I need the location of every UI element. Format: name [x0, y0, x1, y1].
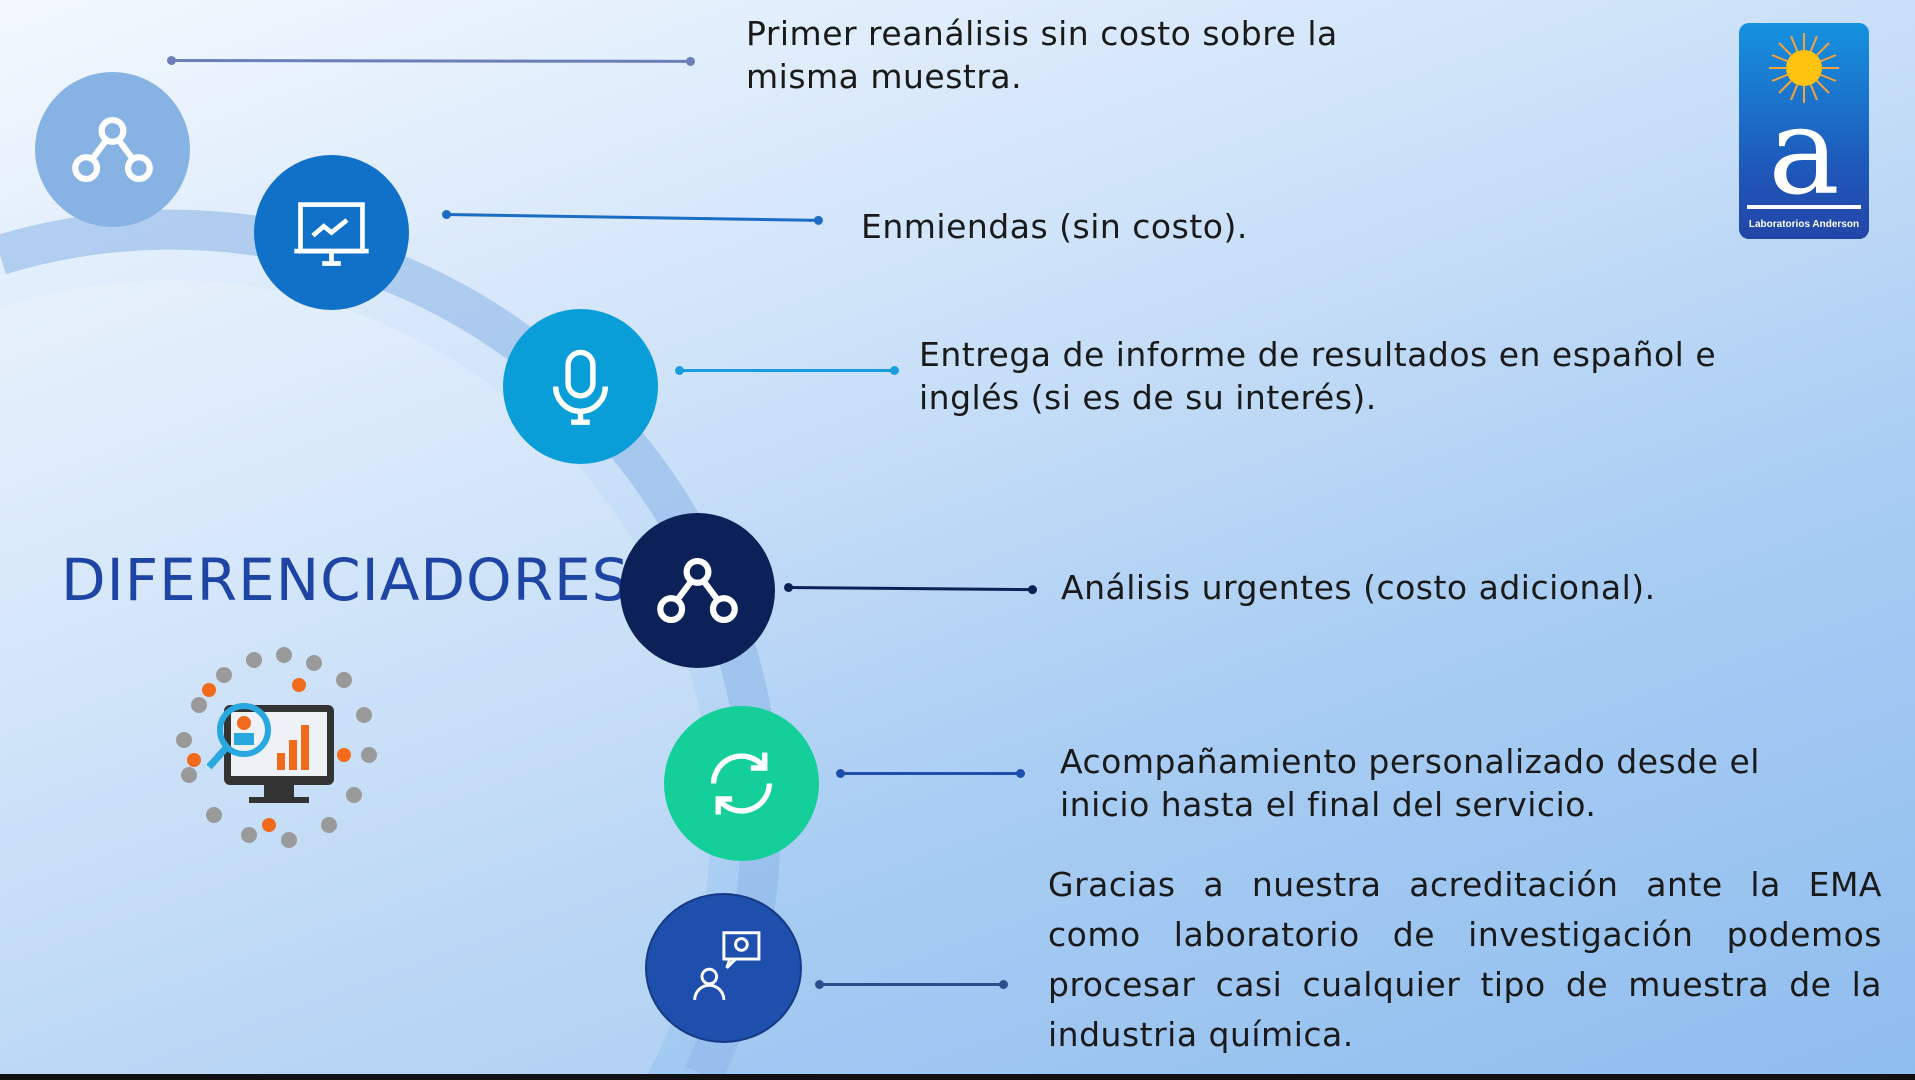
refresh-icon — [710, 752, 773, 815]
presentation-chart-icon — [294, 202, 369, 266]
people-analytics-illustration — [176, 647, 377, 848]
presentation-chart-icon-circle — [254, 155, 409, 310]
bottom-bar — [0, 1074, 1915, 1080]
network-nodes-icon-circle — [35, 72, 190, 227]
laboratorios-anderson-logo: a Laboratorios Anderson — [1739, 23, 1869, 239]
item-text-6: Gracias a nuestra acreditación ante la E… — [1048, 865, 1882, 1054]
network-nodes-icon — [657, 557, 738, 624]
network-nodes-dark-icon-circle — [620, 513, 775, 668]
person-idea-icon — [692, 931, 760, 1001]
item-text-5: Acompañamiento personalizado desde el in… — [1060, 742, 1760, 824]
svg-text:a: a — [1768, 83, 1840, 222]
item-text-2: Enmiendas (sin costo). — [861, 207, 1248, 246]
item-text-1: Primer reanálisis sin costo sobre la mis… — [746, 14, 1338, 96]
connector-line-5 — [836, 769, 1025, 778]
item-text-3: Entrega de informe de resultados en espa… — [919, 335, 1717, 417]
connector-line-6 — [815, 980, 1008, 989]
svg-text:Laboratorios Anderson: Laboratorios Anderson — [1749, 219, 1859, 230]
page-title: DIFERENCIADORES — [61, 546, 630, 614]
microphone-icon — [552, 349, 609, 425]
refresh-icon-circle — [664, 706, 819, 861]
network-nodes-icon — [72, 116, 153, 183]
item-text-4: Análisis urgentes (costo adicional). — [1061, 568, 1656, 607]
person-idea-icon-circle — [645, 893, 802, 1043]
microphone-icon-circle — [503, 309, 658, 464]
connector-line-3 — [675, 366, 899, 375]
